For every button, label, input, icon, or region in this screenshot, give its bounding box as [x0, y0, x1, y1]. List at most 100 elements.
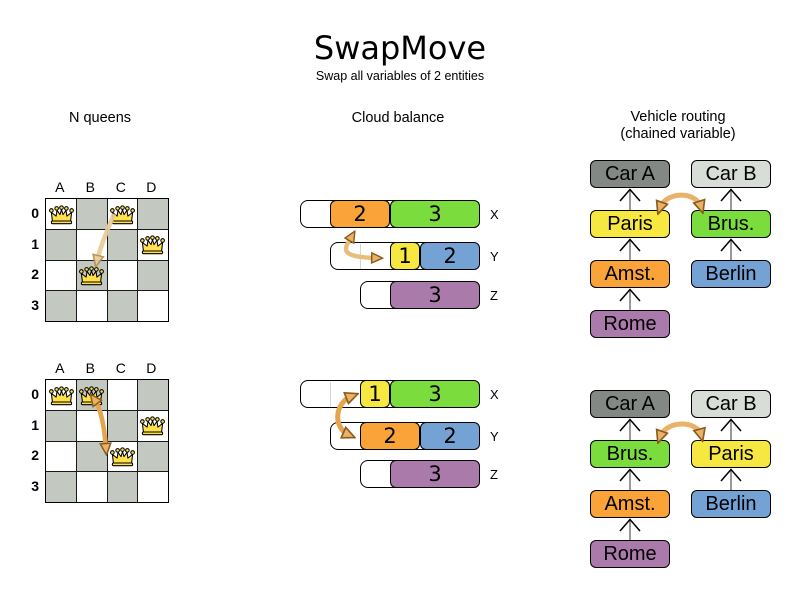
- board-col-label-after: B: [85, 360, 96, 376]
- board-cell-B0: [76, 199, 107, 230]
- chain-arrow-icon: [617, 518, 643, 540]
- board-grid-line: [137, 199, 138, 321]
- board-row-label-after: 3: [31, 477, 39, 494]
- queen-icon-b2-before: [78, 265, 105, 286]
- cloud-computer-label-y-before: Y: [490, 249, 499, 264]
- board-cell-A1: [46, 410, 77, 441]
- cloud-process-blue-after: 2: [420, 422, 480, 450]
- vehicle-node-rome-before: Rome: [590, 310, 670, 338]
- board-row-label-before: 1: [31, 235, 39, 252]
- board-row-label-after: 1: [31, 416, 39, 433]
- chain-arrow-icon: [617, 418, 643, 440]
- board-cell-D0: [137, 199, 168, 230]
- board-col-label-before: A: [55, 179, 66, 195]
- vehicle-node-carb-after: Car B: [691, 390, 771, 418]
- chain-arrow-icon: [617, 238, 643, 260]
- swap-arrow-vehicle-after: [660, 421, 701, 437]
- board-cell-D0: [137, 380, 168, 411]
- queen-icon-d1-before: [139, 235, 166, 255]
- page-title: SwapMove: [313, 29, 487, 67]
- cloud-process-green-before: 3: [390, 200, 480, 228]
- page-subtitle: Swap all variables of 2 entities: [315, 69, 485, 83]
- board-cell-C1: [107, 229, 138, 260]
- queen-icon-c0-before: [109, 204, 136, 225]
- vehicle-node-brus-after: Brus.: [590, 440, 670, 468]
- cloud-computer-label-y-after: Y: [490, 429, 499, 444]
- nqueens-board-before: [45, 198, 169, 322]
- vehicle-node-berlin-after: Berlin: [691, 490, 771, 518]
- section-header-vehicle-routing-sub: (chained variable): [620, 126, 736, 142]
- section-header-nqueens: N queens: [68, 110, 132, 126]
- board-col-label-after: A: [55, 360, 66, 376]
- cloud-process-purple-after: 3: [390, 460, 480, 488]
- vehicle-node-carb-before: Car B: [691, 160, 771, 188]
- vehicle-node-brus-before: Brus.: [691, 210, 771, 238]
- vehicle-node-paris-after: Paris: [691, 440, 771, 468]
- board-col-label-after: C: [115, 360, 127, 376]
- board-cell-D2: [137, 441, 168, 472]
- board-cell-D2: [137, 260, 168, 291]
- queen-icon-a0-before: [48, 204, 75, 225]
- chain-arrow-icon: [718, 238, 744, 260]
- cloud-computer-label-x-before: X: [490, 207, 499, 222]
- chain-arrow-icon: [617, 468, 643, 490]
- board-cell-C1: [107, 410, 138, 441]
- queen-icon-d1-after: [139, 416, 166, 436]
- board-cell-B3: [76, 471, 107, 502]
- swap-arrow-vehicle-before: [660, 192, 701, 208]
- board-col-label-before: C: [115, 179, 127, 195]
- board-cell-A2: [46, 441, 77, 472]
- board-cell-A3: [46, 471, 77, 502]
- cloud-process-blue-before: 2: [420, 242, 480, 270]
- board-row-label-after: 2: [31, 447, 39, 463]
- board-grid-line: [46, 259, 168, 261]
- vehicle-node-amst-after: Amst.: [590, 490, 670, 518]
- board-cell-D3: [137, 290, 168, 321]
- board-cell-C3: [107, 290, 138, 321]
- vehicle-node-cara-before: Car A: [590, 160, 670, 188]
- chain-arrow-icon: [617, 188, 643, 210]
- board-cell-C0: [107, 380, 138, 411]
- nqueens-board-after: [45, 379, 169, 503]
- board-cell-B1: [76, 410, 107, 441]
- cloud-computer-label-z-before: Z: [490, 288, 498, 303]
- board-cell-C2: [107, 260, 138, 291]
- board-cell-B2: [76, 441, 107, 472]
- ghost-line: [360, 243, 361, 269]
- cloud-process-purple-before: 3: [390, 281, 480, 309]
- board-cell-A3: [46, 290, 77, 321]
- board-cell-A1: [46, 229, 77, 260]
- vehicle-node-berlin-before: Berlin: [691, 260, 771, 288]
- chain-arrow-icon: [718, 468, 744, 490]
- board-grid-line: [46, 440, 168, 442]
- chain-arrow-icon: [718, 418, 744, 440]
- board-col-label-before: B: [85, 179, 96, 195]
- board-grid-line: [46, 290, 168, 291]
- cloud-computer-label-z-after: Z: [490, 467, 498, 482]
- board-row-label-before: 0: [31, 205, 39, 221]
- board-row-label-before: 2: [31, 266, 39, 282]
- board-row-label-before: 3: [31, 296, 39, 313]
- cloud-computer-label-x-after: X: [490, 387, 499, 402]
- section-header-cloud-balance: Cloud balance: [351, 110, 445, 126]
- board-grid-line: [137, 380, 138, 502]
- cloud-process-yellow-before: 1: [390, 242, 420, 270]
- vehicle-node-cara-after: Car A: [590, 390, 670, 418]
- board-row-label-after: 0: [31, 386, 39, 402]
- cloud-process-yellow-after: 1: [360, 380, 390, 408]
- vehicle-node-amst-before: Amst.: [590, 260, 670, 288]
- chain-arrow-icon: [718, 188, 744, 210]
- section-header-vehicle-routing: Vehicle routing: [630, 109, 726, 125]
- board-col-label-before: D: [146, 179, 158, 195]
- queen-icon-b0-after: [78, 385, 105, 406]
- queen-icon-c2-after: [109, 446, 136, 467]
- board-col-label-after: D: [146, 360, 158, 376]
- board-cell-B3: [76, 290, 107, 321]
- cloud-process-orange-before: 2: [330, 200, 390, 228]
- board-cell-A2: [46, 260, 77, 291]
- ghost-line: [330, 381, 331, 407]
- vehicle-node-rome-after: Rome: [590, 540, 670, 568]
- board-cell-B1: [76, 229, 107, 260]
- board-cell-C3: [107, 471, 138, 502]
